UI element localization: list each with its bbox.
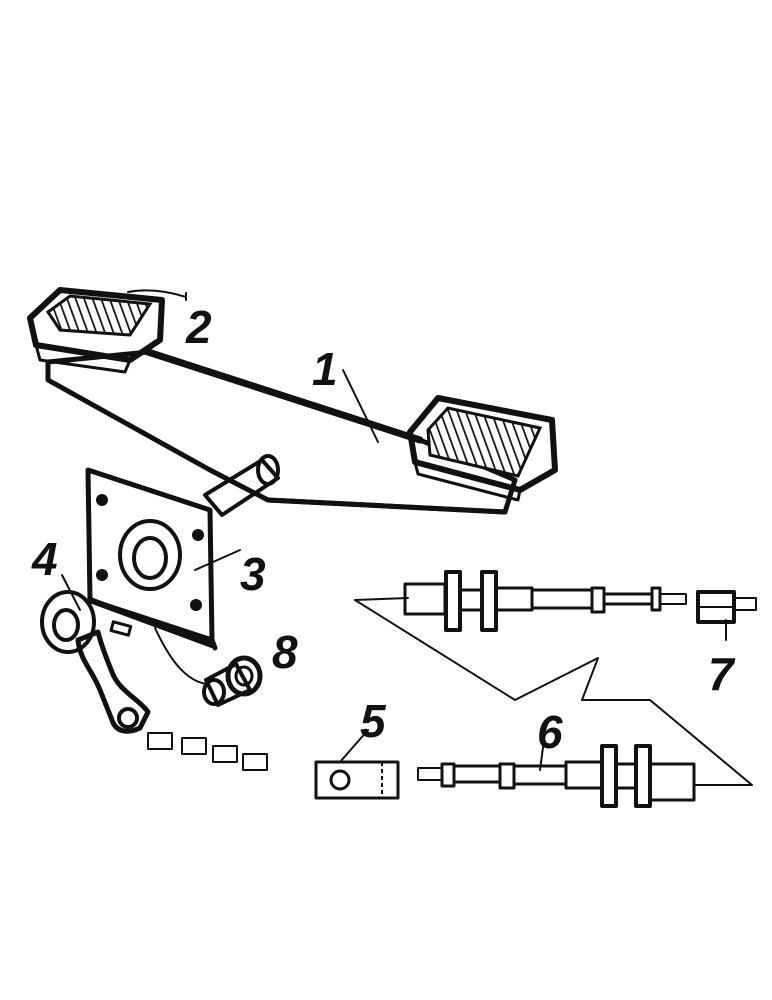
mounting-plate <box>85 467 218 651</box>
rod-lower <box>417 744 696 808</box>
callout-5: 5 <box>360 695 387 747</box>
callout-2: 2 <box>185 301 212 353</box>
leader-lines <box>61 289 727 771</box>
callout-7: 7 <box>708 648 736 700</box>
key-pin <box>109 620 133 637</box>
callout-labels: 1 2 3 4 5 6 7 8 <box>31 301 736 758</box>
end-nut <box>696 590 757 624</box>
crank-lever <box>40 590 151 734</box>
pedal-beam <box>45 348 518 515</box>
bushing <box>202 655 263 707</box>
rod-upper <box>403 570 687 632</box>
pedal-pad-left <box>27 287 165 374</box>
callout-3: 3 <box>240 548 266 600</box>
callout-8: 8 <box>272 626 298 678</box>
break-lines <box>354 597 753 786</box>
pedal-pad-right <box>407 395 558 502</box>
pivot-shaft <box>203 454 280 517</box>
washer-set <box>147 732 268 771</box>
callout-6: 6 <box>537 706 563 758</box>
callout-4: 4 <box>31 533 58 585</box>
clevis-plate <box>314 760 400 800</box>
callout-1: 1 <box>312 343 338 395</box>
